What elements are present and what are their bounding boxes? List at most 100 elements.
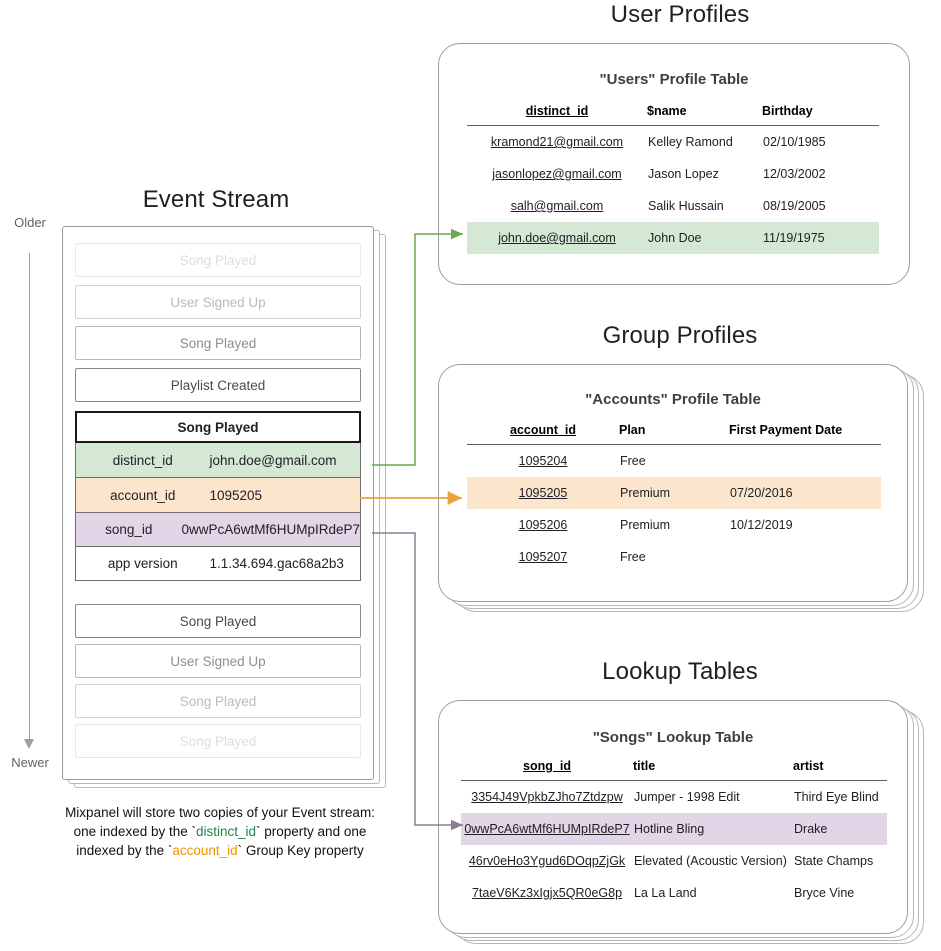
event-property-row-account-id: account_id 1095205 <box>75 478 361 513</box>
table-row[interactable]: 1095207 Free <box>467 541 881 573</box>
cell-artist: Drake <box>793 813 887 845</box>
caption-account-id-key: account_id <box>172 843 238 858</box>
event-property-row-song-id: song_id 0wwPcA6wtMf6HUMpIRdeP7 <box>75 513 361 547</box>
cell-song-id: 0wwPcA6wtMf6HUMpIRdeP7 <box>461 813 633 845</box>
users-profile-card: "Users" Profile Table distinct_id $name … <box>438 43 910 285</box>
table-row[interactable]: salh@gmail.com Salik Hussain 08/19/2005 <box>467 190 879 222</box>
users-profile-table: distinct_id $name Birthday kramond21@gma… <box>467 104 879 254</box>
group-profiles-title: Group Profiles <box>602 322 758 349</box>
event-card[interactable]: User Signed Up <box>75 644 361 678</box>
cell-plan: Premium <box>620 518 671 532</box>
cell-name: Salik Hussain <box>648 199 724 213</box>
event-property-row-app-version: app version 1.1.34.694.gac68a2b3 <box>75 547 361 581</box>
event-card[interactable]: Song Played <box>75 326 361 360</box>
cell-account-id: 1095205 <box>467 477 619 509</box>
lookup-tables-title: Lookup Tables <box>602 658 758 685</box>
table-row-highlighted[interactable]: john.doe@gmail.com John Doe 11/19/1975 <box>467 222 879 254</box>
cell-distinct-id: john.doe@gmail.com <box>467 222 647 254</box>
cell-birthday: 11/19/1975 <box>762 222 879 254</box>
cell-artist: Third Eye Blind <box>794 790 879 804</box>
caption-line-3: indexed by the `account_id` Group Key pr… <box>40 841 400 860</box>
accounts-col-first-payment-date: First Payment Date <box>729 423 843 437</box>
cell-name: Kelley Ramond <box>648 135 733 149</box>
caption-distinct-id-key: distinct_id <box>195 824 257 839</box>
table-row[interactable]: 1095206 Premium 10/12/2019 <box>467 509 881 541</box>
caption-line-3-prefix: indexed by the ` <box>76 843 173 858</box>
cell-birthday: 02/10/1985 <box>763 135 826 149</box>
event-property-value: 0wwPcA6wtMf6HUMpIRdeP7 <box>181 522 360 537</box>
event-card[interactable]: Song Played <box>75 724 361 758</box>
event-card-label: Song Played <box>179 252 257 268</box>
event-card-label: User Signed Up <box>170 653 266 669</box>
cell-title: Elevated (Acoustic Version) <box>634 854 787 868</box>
cell-plan: Premium <box>619 477 729 509</box>
event-card-label: Song Played <box>179 613 257 629</box>
cell-plan: Free <box>620 454 646 468</box>
cell-birthday: 08/19/2005 <box>763 199 826 213</box>
songs-col-song-id: song_id <box>523 759 571 773</box>
cell-artist: State Champs <box>794 854 874 868</box>
event-property-key: song_id <box>105 522 153 537</box>
users-col-distinct-id: distinct_id <box>525 104 589 118</box>
event-property-value: 1.1.34.694.gac68a2b3 <box>209 556 344 571</box>
event-card[interactable]: Song Played <box>75 684 361 718</box>
accounts-col-account-id: account_id <box>510 423 576 437</box>
event-card-label: User Signed Up <box>170 294 266 310</box>
table-row[interactable]: 1095204 Free <box>467 445 881 478</box>
timeline-arrow-icon <box>24 739 34 749</box>
user-profiles-title: User Profiles <box>610 1 750 28</box>
table-row[interactable]: kramond21@gmail.com Kelley Ramond 02/10/… <box>467 126 879 159</box>
event-stream-caption: Mixpanel will store two copies of your E… <box>40 803 400 860</box>
cell-song-id: 3354J49VpkbZJho7Ztdzpw <box>471 790 623 804</box>
event-property-key: account_id <box>110 487 176 503</box>
event-property-key: app version <box>107 556 178 571</box>
timeline-axis: Older Newer <box>0 215 60 785</box>
cell-first-payment-date: 10/12/2019 <box>730 518 793 532</box>
cell-distinct-id: salh@gmail.com <box>510 199 604 213</box>
table-row-highlighted[interactable]: 1095205 Premium 07/20/2016 <box>467 477 881 509</box>
user-profiles-stack: "Users" Profile Table distinct_id $name … <box>438 43 920 287</box>
table-row-highlighted[interactable]: 0wwPcA6wtMf6HUMpIRdeP7 Hotline Bling Dra… <box>461 813 887 845</box>
cell-account-id: 1095207 <box>518 550 568 564</box>
songs-col-title: title <box>633 759 656 773</box>
timeline-older-label: Older <box>14 215 46 230</box>
event-stream-stack: Song Played User Signed Up Song Played P… <box>62 226 392 788</box>
focused-event-card[interactable]: Song Played distinct_id john.doe@gmail.c… <box>75 411 361 581</box>
table-row[interactable]: 46rv0eHo3Ygud6DOqpZjGk Elevated (Acousti… <box>461 845 887 877</box>
cell-title: Jumper - 1998 Edit <box>634 790 740 804</box>
users-col-birthday: Birthday <box>762 104 813 118</box>
cell-distinct-id: kramond21@gmail.com <box>490 135 624 149</box>
cell-artist: Bryce Vine <box>794 886 855 900</box>
event-card[interactable]: Playlist Created <box>75 368 361 402</box>
table-row[interactable]: jasonlopez@gmail.com Jason Lopez 12/03/2… <box>467 158 879 190</box>
timeline-line <box>29 253 30 743</box>
event-card[interactable]: User Signed Up <box>75 285 361 319</box>
songs-lookup-table: song_id title artist 3354J49VpkbZJho7Ztd… <box>461 759 887 909</box>
cell-plan: Free <box>620 550 646 564</box>
cell-name: Jason Lopez <box>648 167 719 181</box>
caption-line-2: one indexed by the `distinct_id` propert… <box>40 822 400 841</box>
songs-table-title: "Songs" Lookup Table <box>592 729 754 746</box>
lookup-tables-stack: "Songs" Lookup Table song_id title artis… <box>438 700 928 950</box>
caption-line-2-suffix: ` property and one <box>256 824 367 839</box>
focused-event-name: Song Played <box>75 411 361 443</box>
cell-song-id: 46rv0eHo3Ygud6DOqpZjGk <box>468 854 626 868</box>
event-card[interactable]: Song Played <box>75 243 361 277</box>
event-card-label: Song Played <box>179 733 257 749</box>
songs-col-artist: artist <box>793 759 824 773</box>
event-property-value: 1095205 <box>209 487 263 503</box>
accounts-table-title: "Accounts" Profile Table <box>585 391 761 408</box>
cell-account-id: 1095206 <box>518 518 568 532</box>
caption-line-3-suffix: ` Group Key property <box>237 843 364 858</box>
users-col-name: $name <box>647 104 687 118</box>
event-stream-card: Song Played User Signed Up Song Played P… <box>62 226 374 780</box>
users-table-title: "Users" Profile Table <box>599 71 749 88</box>
event-card[interactable]: Song Played <box>75 604 361 638</box>
connector-song-id-to-songs <box>372 532 463 831</box>
group-profiles-stack: "Accounts" Profile Table account_id Plan… <box>438 364 928 614</box>
table-row[interactable]: 3354J49VpkbZJho7Ztdzpw Jumper - 1998 Edi… <box>461 781 887 814</box>
table-row[interactable]: 7taeV6Kz3xIgjx5QR0eG8p La La Land Bryce … <box>461 877 887 909</box>
event-stream-title: Event Stream <box>142 186 290 213</box>
accounts-profile-table: account_id Plan First Payment Date 10952… <box>467 423 881 573</box>
